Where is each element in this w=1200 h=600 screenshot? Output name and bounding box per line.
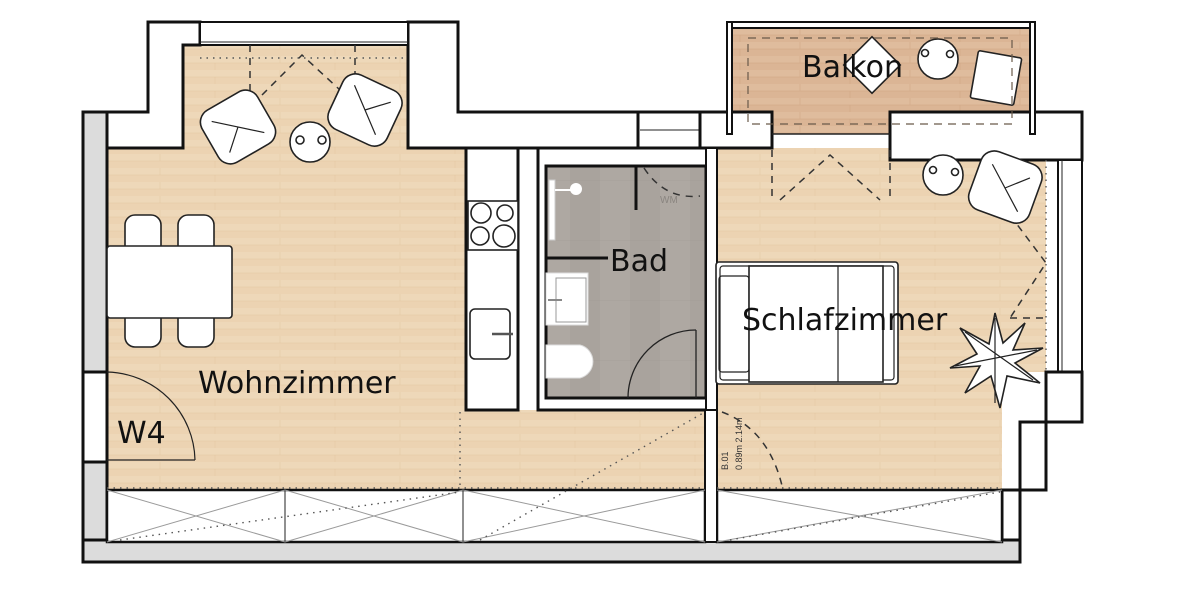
door-id-label: B.01 [720,451,730,470]
room-label-bad: Bad [610,244,668,279]
toilet-icon [545,344,594,379]
plant-icon [949,312,1044,409]
walls [81,20,1084,564]
armchair-right-icon [327,73,403,147]
bedroom-armchair-icon [967,150,1043,224]
door-dimension-label: 0.89m 2.14m [734,417,744,470]
dining-table-icon [106,214,233,348]
room-label-wohnzimmer: Wohnzimmer [198,366,396,401]
bathroom-sink-icon [545,272,589,326]
floor-wohnzimmer [107,45,705,490]
cooktop-icon [467,200,519,251]
balcony-chair-icon [969,50,1023,106]
window-w4-left [81,370,109,464]
unit-label: W4 [117,416,166,451]
washing-machine-label: WM [660,195,678,206]
balcony-round-table-icon [917,38,959,80]
room-label-balkon: Balkon [802,50,903,85]
room-label-schlafzimmer: Schlafzimmer [742,303,948,338]
sliding-door-traces [107,57,1047,541]
balcony-table-icon [842,35,902,95]
bedroom-side-table-icon [922,154,964,196]
armchair-left-icon [199,89,277,165]
balcony-outline [747,37,1013,125]
bed-icon [715,261,899,385]
kitchen-sink-icon [469,308,513,360]
shower-icon [548,179,582,241]
side-table-icon [289,121,331,163]
